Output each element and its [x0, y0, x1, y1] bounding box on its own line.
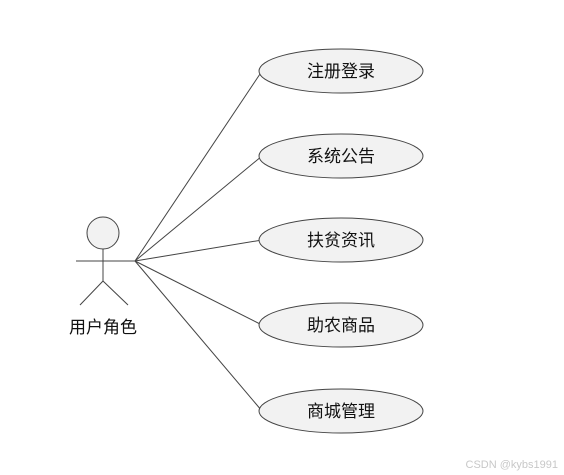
watermark: CSDN @kybs1991: [465, 459, 558, 471]
actor-label: 用户角色: [69, 318, 137, 338]
use-case-label: 商城管理: [307, 402, 375, 422]
use-case-2: 系统公告: [258, 133, 424, 179]
actor-right-leg: [102, 280, 129, 306]
use-case-ellipse: [258, 302, 424, 348]
association-line-5: [134, 260, 263, 412]
actor-head: [86, 216, 120, 250]
association-line-1: [134, 70, 263, 262]
association-line-4: [134, 260, 263, 326]
actor-left-leg: [79, 280, 104, 306]
use-case-4: 助农商品: [258, 302, 424, 348]
use-case-label: 注册登录: [307, 62, 375, 82]
use-case-label: 助农商品: [307, 316, 375, 336]
use-case-ellipse: [258, 217, 424, 263]
associations: [134, 70, 263, 412]
use-case-ellipse: [258, 388, 424, 434]
use-case-3: 扶贫资讯: [258, 217, 424, 263]
use-case-5: 商城管理: [258, 388, 424, 434]
use-case-1: 注册登录: [258, 48, 424, 94]
actor-figure: [76, 216, 135, 306]
use-case-ellipse: [258, 48, 424, 94]
use-case-label: 系统公告: [307, 147, 375, 167]
association-line-2: [134, 155, 263, 262]
use-case-label: 扶贫资讯: [307, 231, 375, 251]
association-line-3: [134, 239, 263, 262]
use-case-ellipse: [258, 133, 424, 179]
